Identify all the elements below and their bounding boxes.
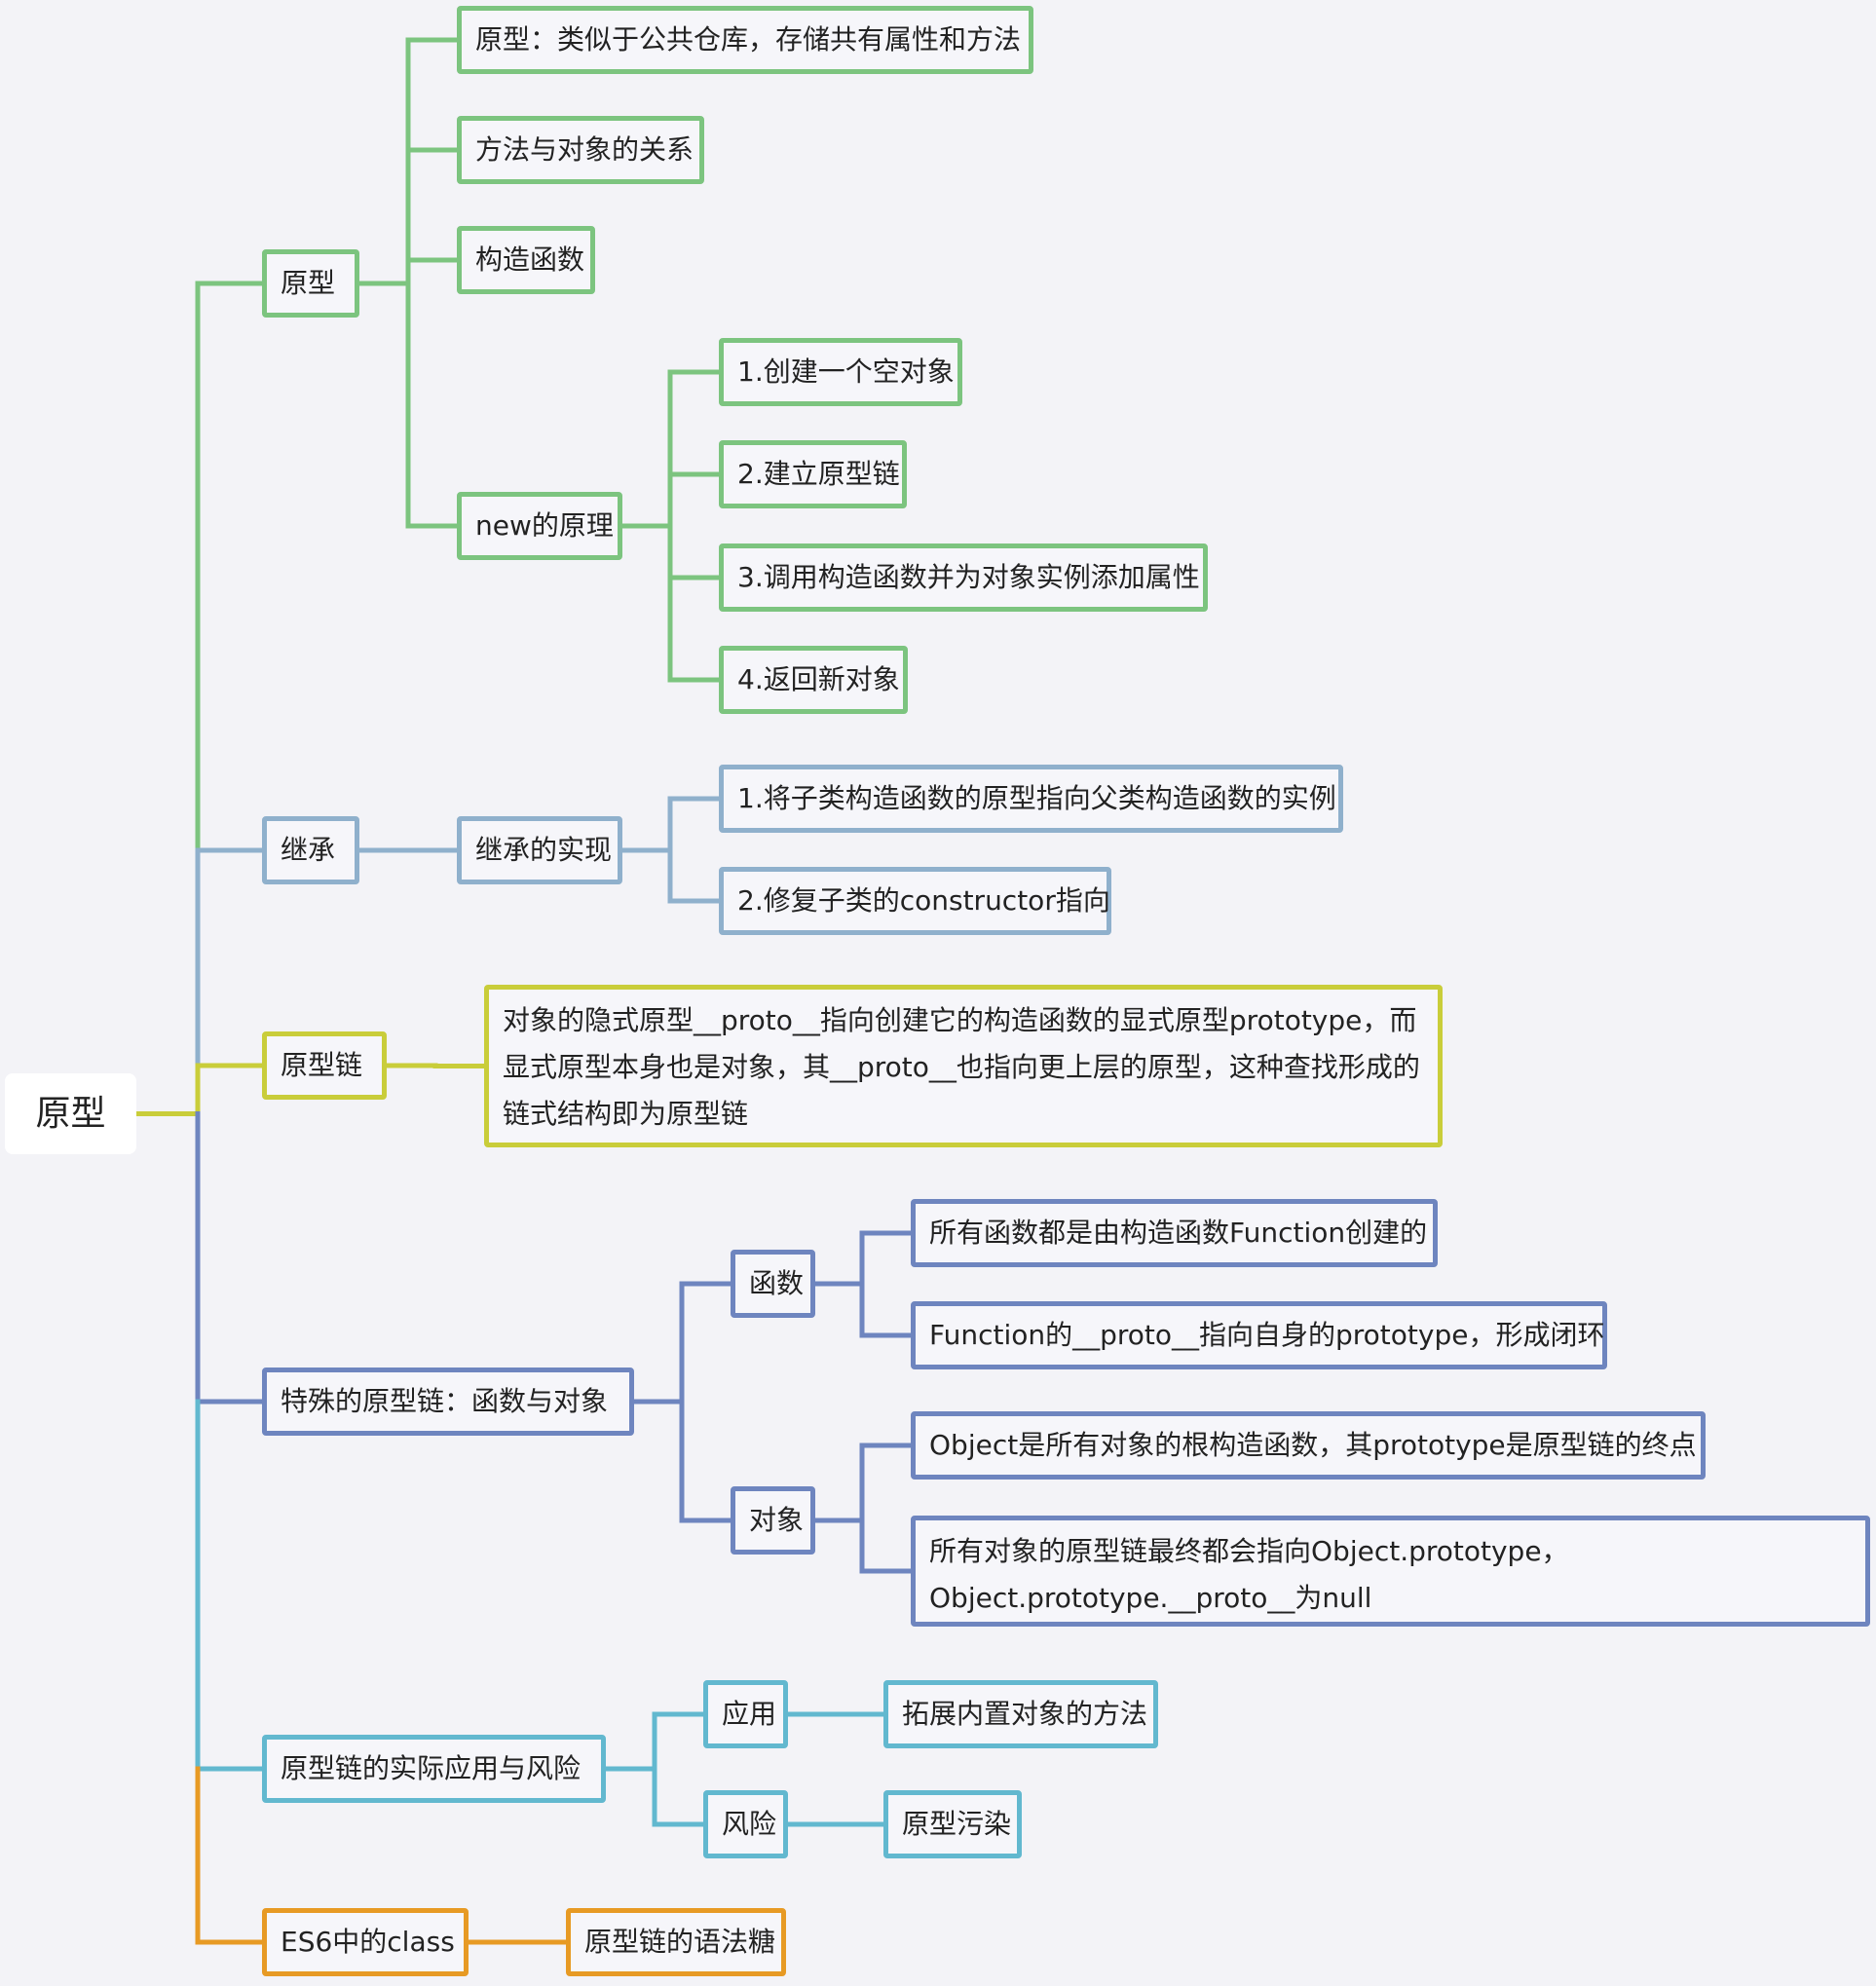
node-prototype-chain-description[interactable]: 对象的隐式原型__proto__指向创建它的构造函数的显式原型prototype… (484, 985, 1443, 1147)
node-object-item-1[interactable]: Object是所有对象的根构造函数，其prototype是原型链的终点 (911, 1411, 1706, 1480)
node-application-item[interactable]: 拓展内置对象的方法 (883, 1680, 1158, 1748)
node-new-step-1[interactable]: 1.创建一个空对象 (719, 338, 962, 406)
branch-practice-risk[interactable]: 原型链的实际应用与风险 (262, 1735, 606, 1803)
branch-prototype-chain[interactable]: 原型链 (262, 1031, 387, 1100)
node-risk[interactable]: 风险 (703, 1790, 788, 1858)
node-prototype-warehouse[interactable]: 原型：类似于公共仓库，存储共有属性和方法 (457, 6, 1033, 74)
node-application[interactable]: 应用 (703, 1680, 788, 1748)
node-new-principle[interactable]: new的原理 (457, 492, 622, 560)
node-method-object-relation[interactable]: 方法与对象的关系 (457, 116, 704, 184)
branch-inheritance[interactable]: 继承 (262, 816, 359, 884)
branch-prototype[interactable]: 原型 (262, 249, 359, 318)
node-new-step-2[interactable]: 2.建立原型链 (719, 440, 907, 508)
node-function-item-1[interactable]: 所有函数都是由构造函数Function创建的 (911, 1199, 1438, 1267)
node-risk-item[interactable]: 原型污染 (883, 1790, 1022, 1858)
root-node[interactable]: 原型 (5, 1073, 136, 1154)
node-function[interactable]: 函数 (731, 1250, 815, 1318)
node-constructor[interactable]: 构造函数 (457, 226, 595, 294)
branch-es6-class[interactable]: ES6中的class (262, 1908, 469, 1976)
node-new-step-3[interactable]: 3.调用构造函数并为对象实例添加属性 (719, 543, 1208, 612)
node-inheritance-implementation[interactable]: 继承的实现 (457, 816, 622, 884)
node-es6-syntax-sugar[interactable]: 原型链的语法糖 (566, 1908, 786, 1976)
branch-special-chain[interactable]: 特殊的原型链：函数与对象 (262, 1368, 634, 1436)
node-function-item-2[interactable]: Function的__proto__指向自身的prototype，形成闭环 (911, 1301, 1607, 1369)
node-inheritance-step-1[interactable]: 1.将子类构造函数的原型指向父类构造函数的实例 (719, 765, 1343, 833)
node-object[interactable]: 对象 (731, 1486, 815, 1555)
node-new-step-4[interactable]: 4.返回新对象 (719, 646, 908, 714)
node-object-item-2[interactable]: 所有对象的原型链最终都会指向Object.prototype，Object.pr… (911, 1516, 1870, 1627)
node-inheritance-step-2[interactable]: 2.修复子类的constructor指向 (719, 867, 1111, 935)
